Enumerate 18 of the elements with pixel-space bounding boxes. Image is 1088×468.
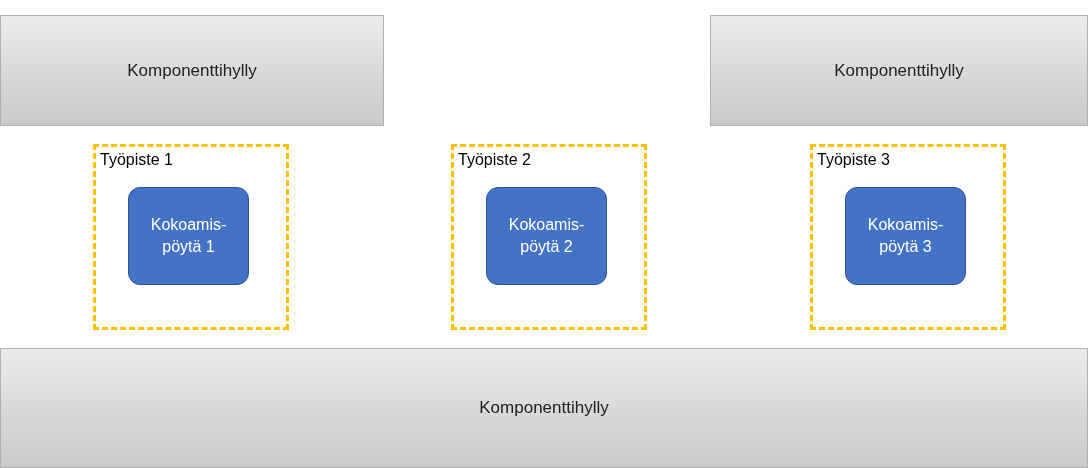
workstation-title: Työpiste 1 [100, 151, 173, 169]
shelf-label: Komponenttihylly [479, 398, 609, 418]
shelf-label: Komponenttihylly [834, 60, 964, 81]
workstation-title: Työpiste 3 [817, 151, 890, 169]
assembly-table [845, 187, 966, 285]
workstation-area [451, 144, 647, 330]
table-label: Kokoamis- pöytä 3 [866, 215, 945, 257]
table-label: Kokoamis- pöytä 2 [507, 215, 586, 257]
assembly-table [128, 187, 249, 285]
shelf-label: Komponenttihylly [127, 60, 257, 81]
assembly-table [486, 187, 607, 285]
component-shelf [0, 348, 1088, 468]
component-shelf [0, 15, 384, 126]
workstation-area [93, 144, 289, 330]
component-shelf [710, 15, 1088, 126]
workstation-title: Työpiste 2 [458, 151, 531, 169]
table-label: Kokoamis- pöytä 1 [149, 215, 228, 257]
workstation-area [810, 144, 1006, 330]
